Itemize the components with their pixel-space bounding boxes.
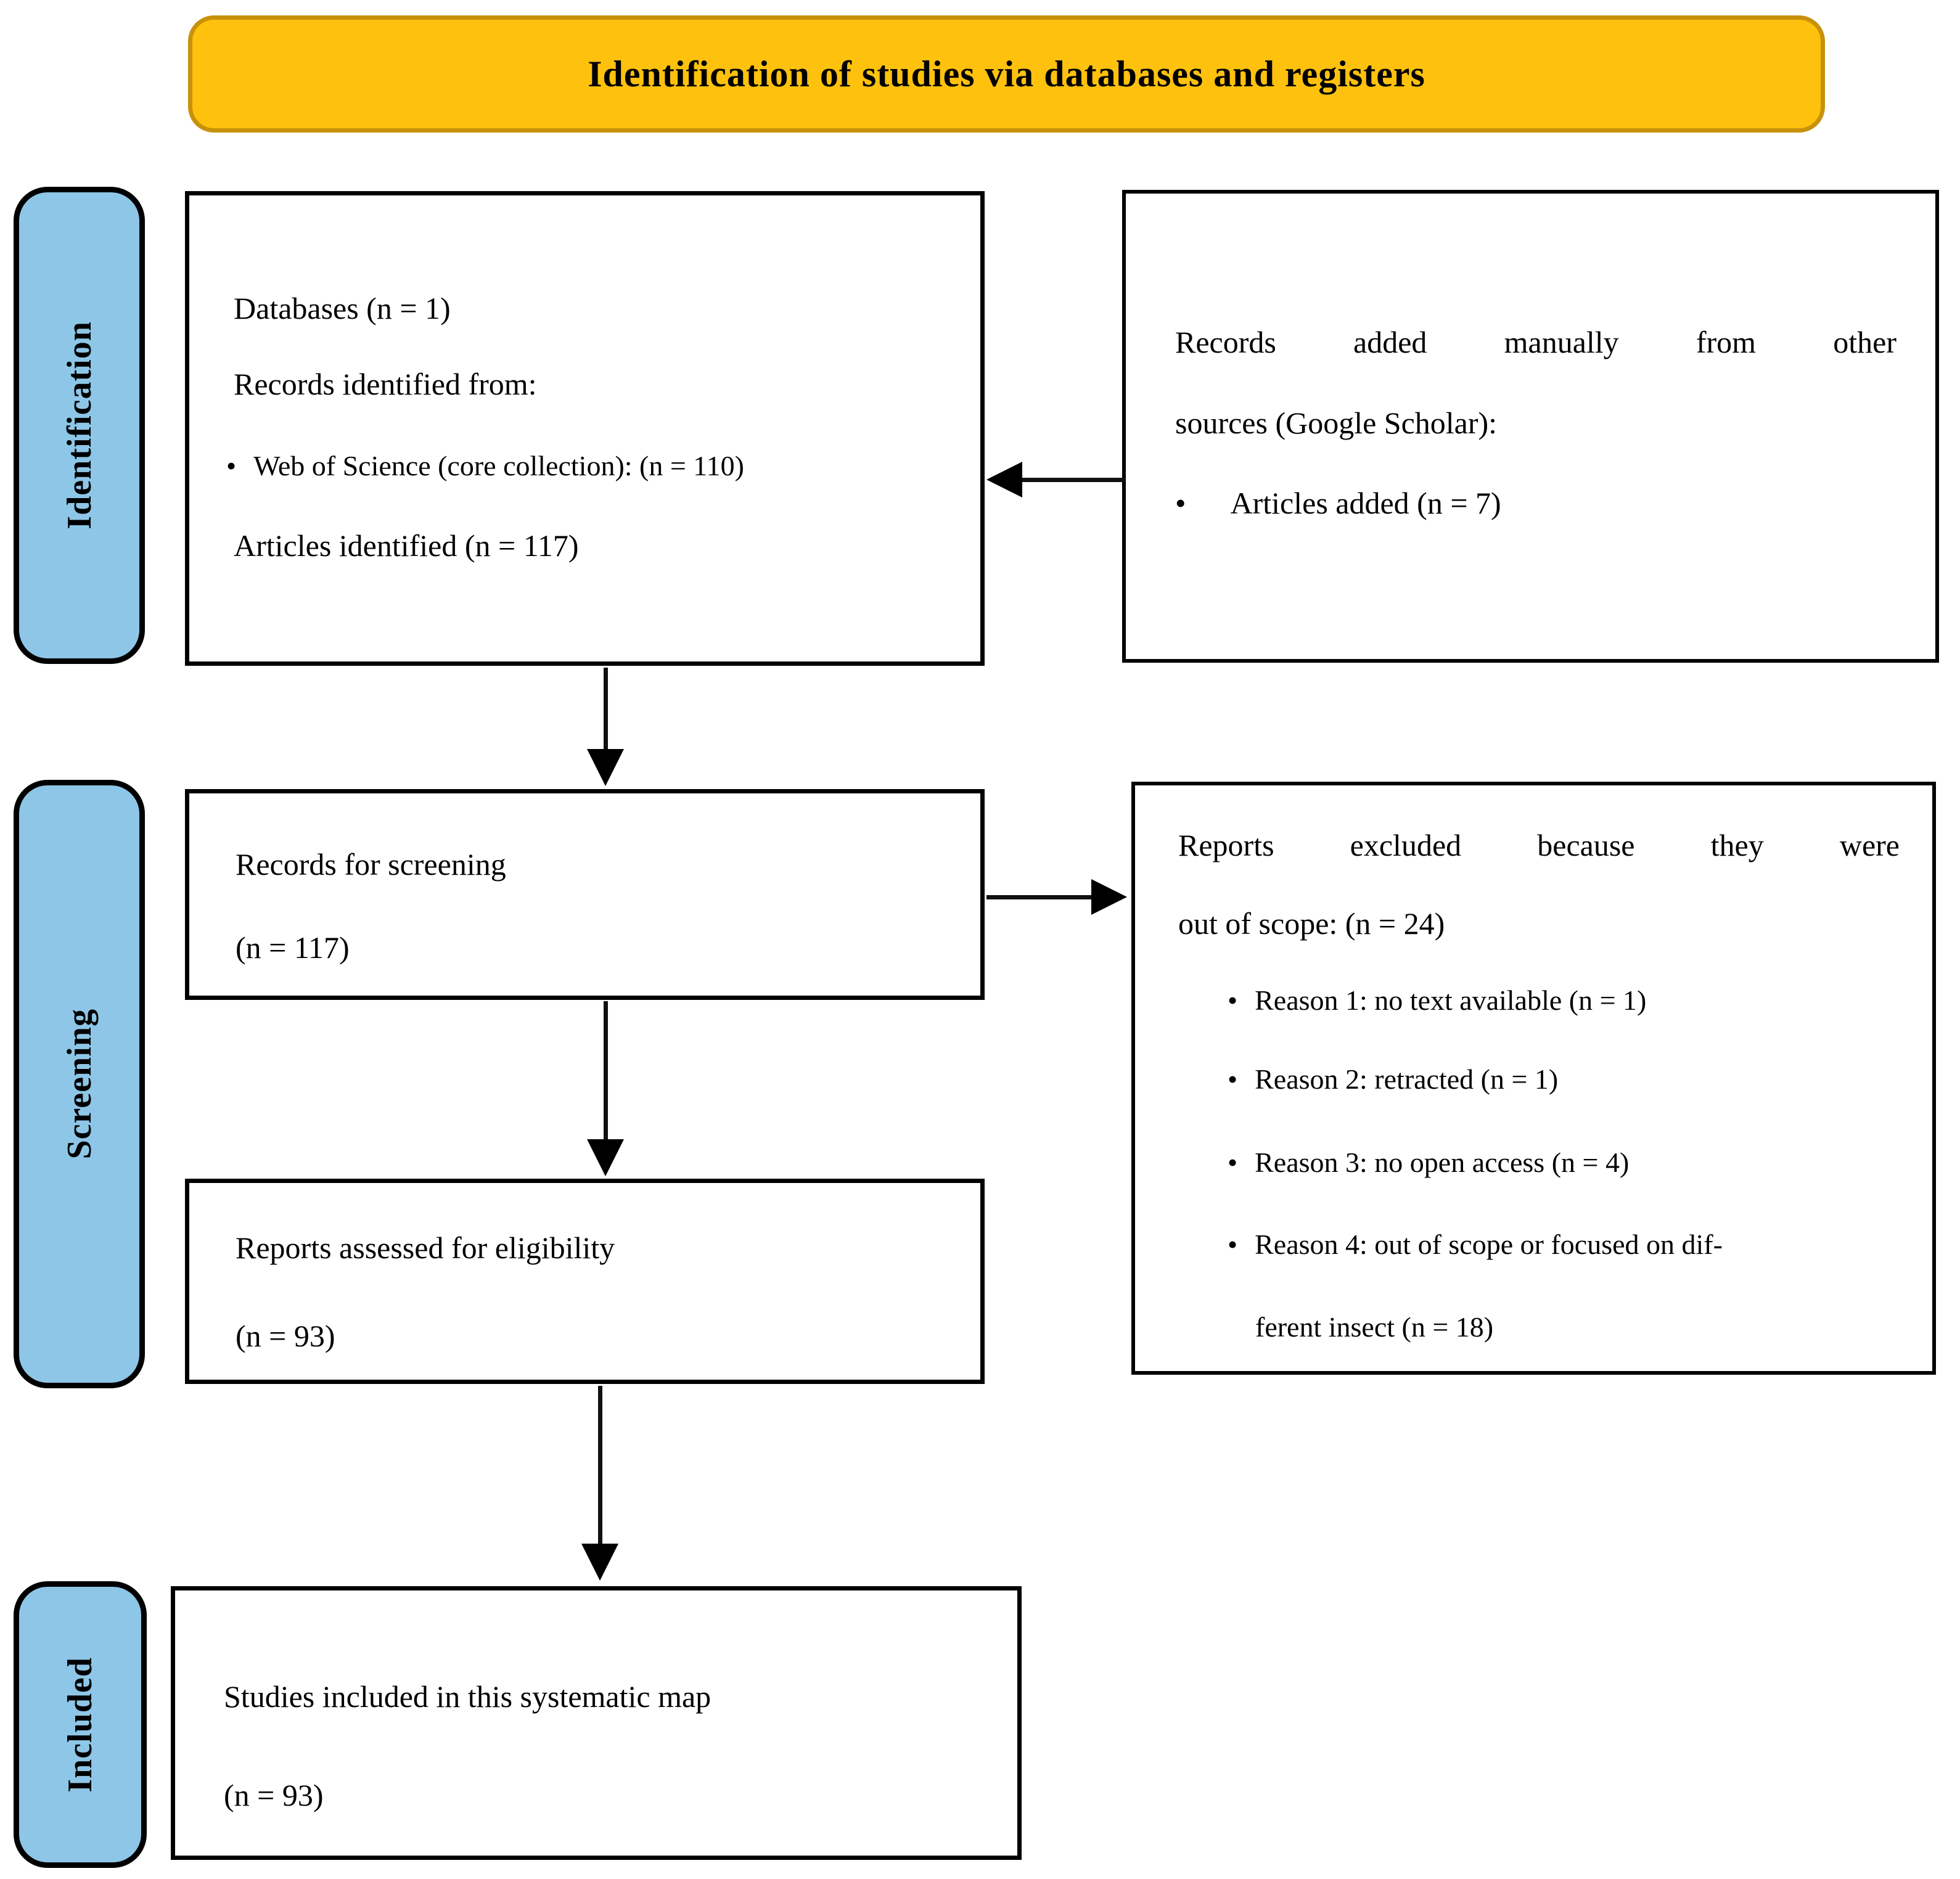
box-manual-additions: Records added manually from other source… bbox=[1122, 190, 1939, 663]
screening-line-1: Records for screening bbox=[236, 847, 506, 882]
box-studies-included: Studies included in this systematic map … bbox=[171, 1586, 1022, 1860]
bullet-icon: • bbox=[1228, 1147, 1238, 1178]
included-line-2: (n = 93) bbox=[224, 1778, 324, 1812]
identified-line-articles: Articles identified (n = 117) bbox=[234, 528, 579, 563]
arrowhead-down-icon bbox=[587, 749, 624, 786]
stage-label-identification-text: Identification bbox=[60, 321, 99, 530]
included-line-1: Studies included in this systematic map bbox=[224, 1679, 711, 1714]
eligibility-line-1: Reports assessed for eligibility bbox=[236, 1230, 615, 1265]
excluded-line-1: Reports excluded because they were bbox=[1178, 828, 1900, 862]
excluded-reason-3-text: Reason 3: no open access (n = 4) bbox=[1255, 1147, 1630, 1178]
stage-label-screening: Screening bbox=[14, 780, 145, 1388]
arrowhead-right-icon bbox=[1091, 879, 1127, 915]
stage-label-identification: Identification bbox=[14, 187, 145, 664]
manual-bullet-text: Articles added (n = 7) bbox=[1230, 486, 1501, 520]
stage-label-included: Included bbox=[14, 1581, 147, 1868]
screening-line-2: (n = 117) bbox=[236, 930, 350, 965]
excluded-reason-1-text: Reason 1: no text available (n = 1) bbox=[1255, 985, 1647, 1016]
manual-bullet-articles-added: • Articles added (n = 7) bbox=[1175, 481, 1501, 525]
excluded-reason-2: • Reason 2: retracted (n = 1) bbox=[1228, 1058, 1558, 1101]
excluded-reason-4-text: Reason 4: out of scope or focused on dif… bbox=[1255, 1229, 1723, 1260]
bullet-icon: • bbox=[1175, 486, 1186, 520]
excluded-reason-4: • Reason 4: out of scope or focused on d… bbox=[1228, 1223, 1723, 1266]
box-reports-excluded: Reports excluded because they were out o… bbox=[1131, 782, 1936, 1375]
bullet-icon: • bbox=[1228, 1229, 1238, 1260]
manual-line-2: sources (Google Scholar): bbox=[1175, 406, 1498, 440]
banner-title: Identification of studies via databases … bbox=[188, 15, 1825, 133]
arrow-line bbox=[598, 1386, 602, 1546]
box-reports-eligibility: Reports assessed for eligibility (n = 93… bbox=[185, 1179, 985, 1384]
arrow-line bbox=[604, 1001, 608, 1142]
stage-label-included-text: Included bbox=[61, 1656, 99, 1793]
eligibility-line-2: (n = 93) bbox=[236, 1319, 335, 1353]
stage-label-screening-text: Screening bbox=[60, 1009, 99, 1160]
excluded-reason-1: • Reason 1: no text available (n = 1) bbox=[1228, 979, 1646, 1022]
bullet-icon: • bbox=[226, 450, 237, 481]
arrowhead-left-icon bbox=[986, 462, 1022, 497]
manual-line-1: Records added manually from other bbox=[1175, 325, 1896, 359]
arrowhead-down-icon bbox=[581, 1544, 618, 1581]
box-records-screening: Records for screening (n = 117) bbox=[185, 789, 985, 1000]
arrow-line bbox=[1020, 478, 1125, 482]
identified-line-records-from: Records identified from: bbox=[234, 367, 537, 401]
banner-title-text: Identification of studies via databases … bbox=[588, 53, 1425, 94]
arrow-line bbox=[986, 895, 1093, 899]
excluded-reason-3: • Reason 3: no open access (n = 4) bbox=[1228, 1141, 1629, 1184]
box-records-identified: Databases (n = 1) Records identified fro… bbox=[185, 191, 985, 666]
bullet-icon: • bbox=[1228, 985, 1238, 1016]
identified-bullet-text: Web of Science (core collection): (n = 1… bbox=[253, 450, 744, 481]
arrowhead-down-icon bbox=[587, 1139, 624, 1176]
excluded-line-2: out of scope: (n = 24) bbox=[1178, 906, 1445, 941]
excluded-reason-2-text: Reason 2: retracted (n = 1) bbox=[1255, 1063, 1559, 1095]
identified-bullet-web-of-science: • Web of Science (core collection): (n =… bbox=[226, 444, 744, 488]
identified-line-databases: Databases (n = 1) bbox=[234, 291, 451, 325]
bullet-icon: • bbox=[1228, 1063, 1238, 1095]
excluded-reason-4-continued: ferent insect (n = 18) bbox=[1255, 1311, 1494, 1343]
arrow-line bbox=[604, 668, 608, 751]
